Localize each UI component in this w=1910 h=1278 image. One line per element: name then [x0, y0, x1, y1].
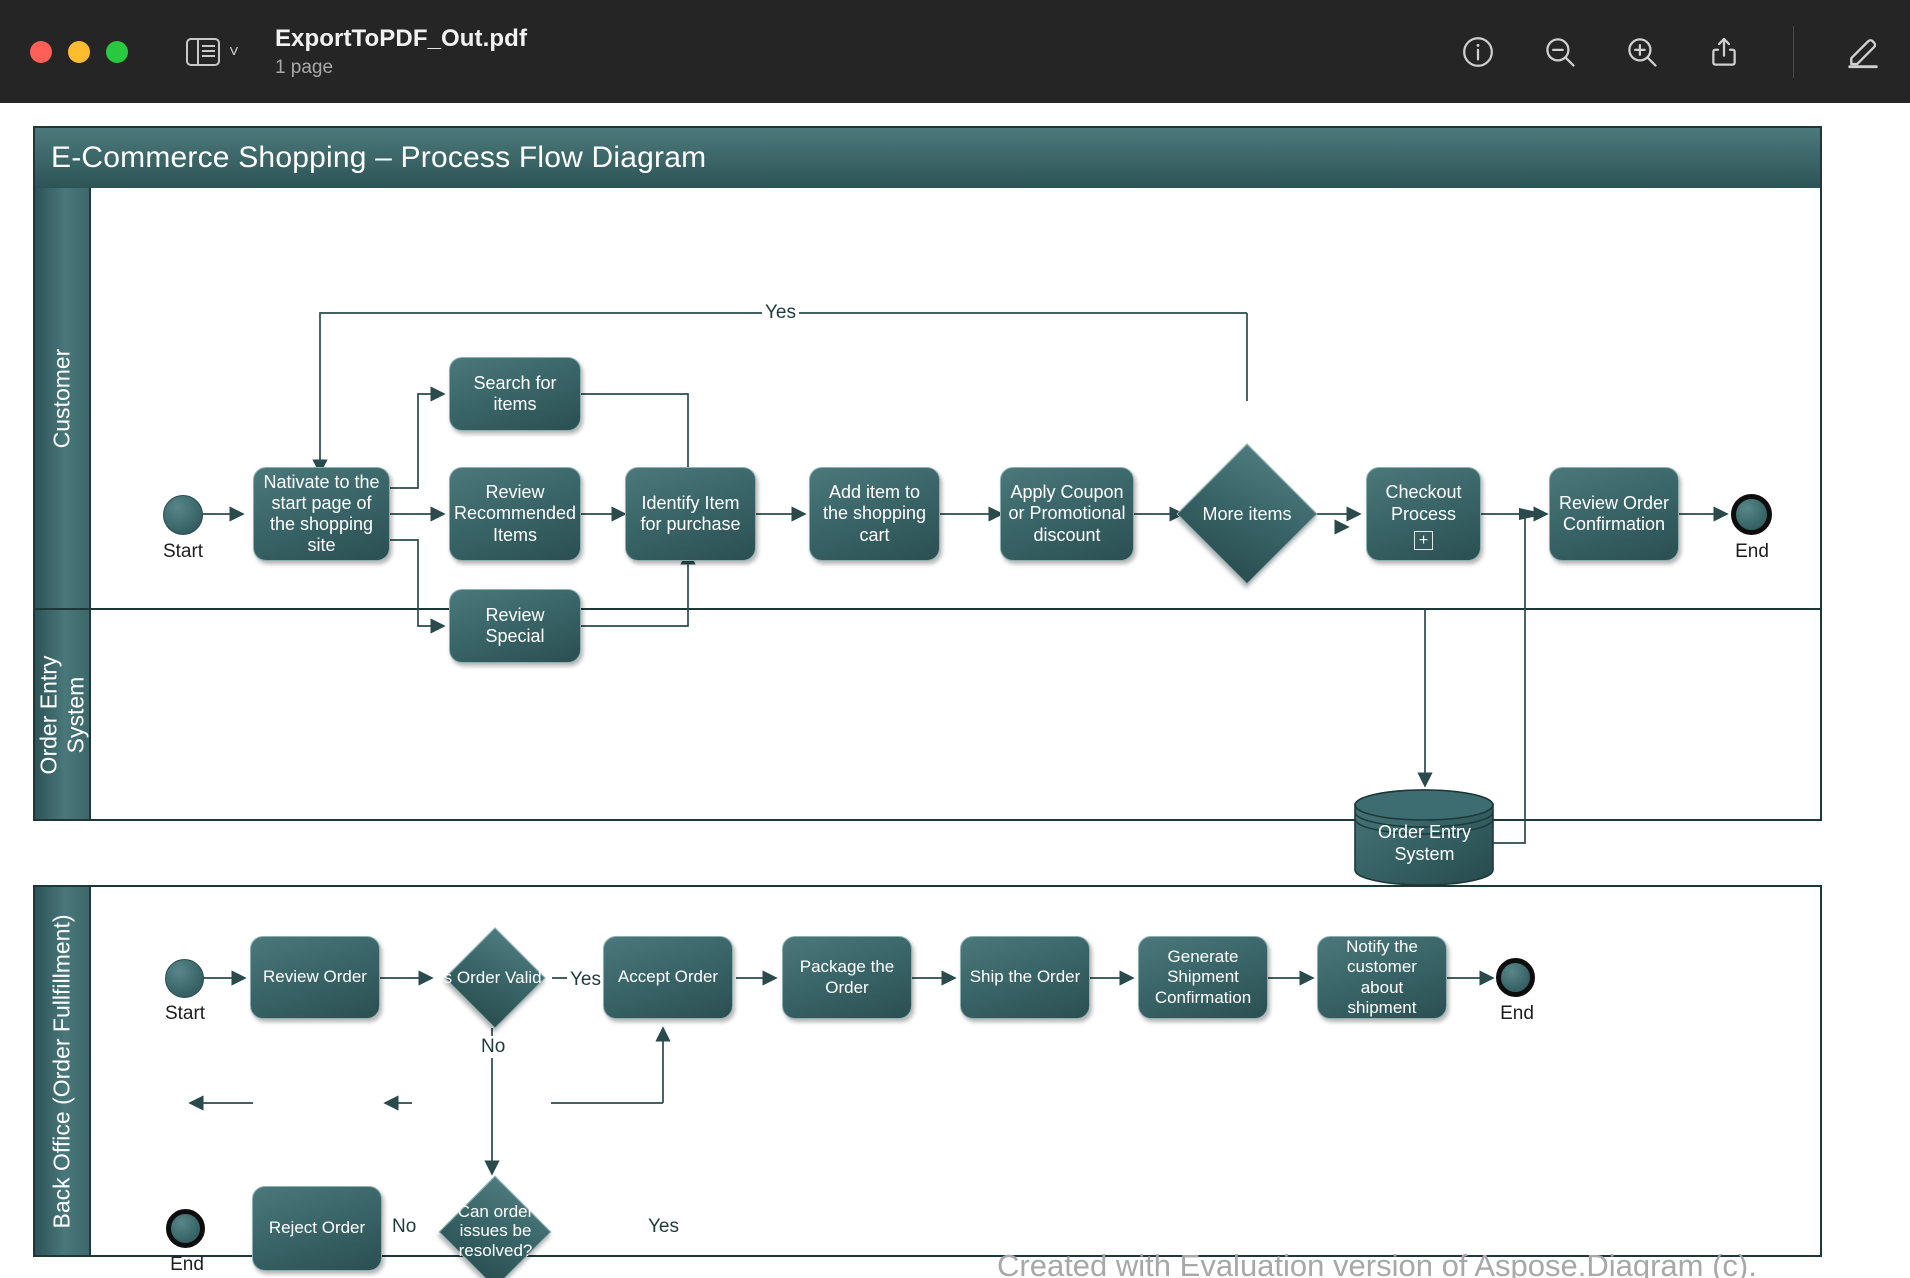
task-label: Review Recommended Items: [453, 482, 577, 545]
end-event-label: End: [170, 1254, 204, 1275]
pdf-page[interactable]: E-Commerce Shopping – Process Flow Diagr…: [0, 103, 1910, 1278]
task-label: Reject Order: [268, 1218, 366, 1238]
chevron-down-icon: ˅: [229, 42, 239, 61]
task-label: Notify the customer about shipment: [1346, 937, 1418, 1017]
gateway-can-issues-be-resolved[interactable]: Can order issues be resolved?: [428, 1175, 563, 1278]
end-event-back-office[interactable]: [1496, 958, 1535, 997]
edge-label-no-valid: No: [478, 1036, 509, 1058]
task-label: Accept Order: [617, 967, 719, 987]
task-label: Apply Coupon or Promotional discount: [1008, 482, 1126, 545]
task-review-recommended-items[interactable]: Review Recommended Items: [449, 467, 581, 561]
edge-label-yes-resolve: Yes: [645, 1216, 682, 1238]
lane-label-text: Customer: [48, 348, 75, 448]
zoom-out-icon[interactable]: [1541, 33, 1579, 71]
lane-label-order-entry-system: Order Entry System: [35, 610, 91, 819]
subprocess-checkout[interactable]: Checkout Process +: [1366, 467, 1481, 561]
edge-label-yes-valid: Yes: [567, 969, 604, 991]
end-event-customer[interactable]: [1731, 494, 1772, 535]
diagram-canvas: E-Commerce Shopping – Process Flow Diagr…: [0, 103, 1910, 1278]
task-apply-coupon[interactable]: Apply Coupon or Promotional discount: [1000, 467, 1134, 561]
task-review-order-confirmation[interactable]: Review Order Confirmation: [1549, 467, 1679, 561]
gateway-label: Can order issues be resolved?: [457, 1201, 534, 1260]
page-title: E-Commerce Shopping – Process Flow Diagr…: [51, 141, 707, 174]
task-reject-order[interactable]: Reject Order: [252, 1186, 382, 1271]
maximize-window-button[interactable]: [106, 40, 128, 63]
lane-label-customer: Customer: [35, 188, 91, 608]
lane-label-text: Back Office (Order Fullfillment): [48, 914, 75, 1228]
share-icon[interactable]: [1705, 33, 1743, 71]
info-icon[interactable]: [1459, 33, 1497, 71]
task-label: Search for items: [473, 372, 557, 414]
task-ship-the-order[interactable]: Ship the Order: [960, 936, 1090, 1019]
lane-label-text: Order Entry System: [35, 655, 88, 774]
task-label: Checkout Process: [1385, 482, 1462, 524]
sidebar-icon: [186, 37, 220, 66]
document-title: ExportToPDF_Out.pdf: [274, 24, 528, 52]
start-event-back-office[interactable]: [165, 959, 204, 998]
evaluation-watermark: Created with Evaluation version of Aspos…: [997, 1248, 1757, 1278]
gateway-more-items[interactable]: More items: [1176, 443, 1318, 585]
edge-label-no-resolve: No: [389, 1216, 420, 1238]
task-label: Add item to the shopping cart: [822, 482, 927, 545]
end-event-label: End: [1500, 1003, 1534, 1024]
markup-icon[interactable]: [1844, 33, 1882, 71]
task-package-the-order[interactable]: Package the Order: [782, 936, 912, 1019]
minimize-window-button[interactable]: [68, 40, 90, 63]
start-event-label: Start: [164, 1003, 206, 1024]
start-event-customer[interactable]: [163, 495, 203, 535]
task-label: Package the Order: [799, 957, 895, 997]
task-label: Ship the Order: [969, 967, 1081, 987]
gateway-is-order-valid[interactable]: Is Order Valid?: [430, 927, 560, 1029]
datastore-label: Order Entry System: [1377, 822, 1472, 864]
task-label: Review Order: [263, 967, 367, 987]
pool-title-bar: E-Commerce Shopping – Process Flow Diagr…: [35, 128, 1820, 188]
task-label: Review Order Confirmation: [1558, 492, 1670, 534]
window-title-bar: ˅ ExportToPDF_Out.pdf 1 page: [0, 0, 1910, 103]
zoom-in-icon[interactable]: [1623, 33, 1661, 71]
close-window-button[interactable]: [30, 40, 52, 63]
task-accept-order[interactable]: Accept Order: [603, 936, 733, 1019]
task-add-item-to-cart[interactable]: Add item to the shopping cart: [809, 467, 940, 561]
lane-label-back-office: Back Office (Order Fullfillment): [35, 887, 91, 1255]
datastore-order-entry-system[interactable]: Order Entry System: [1353, 788, 1496, 886]
task-label: Generate Shipment Confirmation: [1154, 947, 1252, 1007]
end-event-label: End: [1735, 541, 1769, 562]
task-label: Review Special: [485, 604, 545, 646]
gateway-label: More items: [1202, 503, 1292, 524]
task-review-order[interactable]: Review Order: [250, 936, 380, 1019]
task-navigate-start-page[interactable]: Nativate to the start page of the shoppi…: [253, 467, 390, 561]
task-search-for-items[interactable]: Search for items: [449, 357, 581, 431]
gateway-label: Is Order Valid?: [438, 968, 552, 988]
end-event-reject[interactable]: [166, 1209, 205, 1248]
toolbar: [1459, 0, 1882, 103]
document-page-count: 1 page: [274, 56, 334, 78]
document-title-block: ExportToPDF_Out.pdf 1 page: [275, 25, 527, 79]
task-label: Identify Item for purchase: [640, 492, 741, 534]
lane-divider: [35, 608, 1820, 610]
edge-label-yes: Yes: [762, 302, 799, 324]
task-identify-item[interactable]: Identify Item for purchase: [625, 467, 756, 561]
task-review-special[interactable]: Review Special: [449, 589, 581, 663]
traffic-lights: [30, 40, 128, 63]
start-event-label: Start: [162, 541, 204, 562]
toolbar-divider: [1793, 25, 1794, 78]
task-generate-shipment-confirmation[interactable]: Generate Shipment Confirmation: [1138, 936, 1268, 1019]
task-notify-customer[interactable]: Notify the customer about shipment: [1317, 936, 1447, 1019]
task-label: Nativate to the start page of the shoppi…: [263, 471, 380, 556]
subprocess-plus-marker: +: [1414, 530, 1433, 550]
sidebar-toggle-button[interactable]: ˅: [186, 37, 239, 66]
